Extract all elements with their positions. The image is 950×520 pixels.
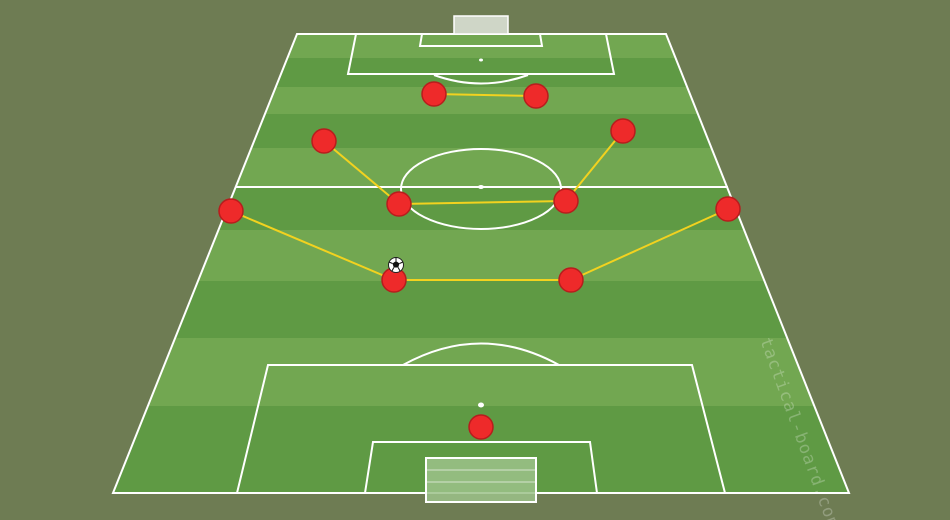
near-goal bbox=[425, 457, 537, 503]
formation-links bbox=[230, 93, 729, 281]
far-penalty-spot bbox=[479, 58, 483, 62]
far-goal bbox=[453, 15, 509, 35]
player-gk[interactable] bbox=[468, 414, 494, 440]
near-penalty-spot bbox=[478, 402, 484, 408]
player-rb[interactable] bbox=[715, 196, 741, 222]
near-penalty-box bbox=[235, 364, 727, 494]
player-rcb[interactable] bbox=[558, 267, 584, 293]
link-lw-lcm bbox=[323, 140, 400, 205]
player-rw[interactable] bbox=[610, 118, 636, 144]
center-circle bbox=[400, 148, 562, 230]
ball-icon[interactable] bbox=[388, 257, 404, 273]
link-lcm-rcm bbox=[398, 200, 567, 205]
link-rw-rcm bbox=[565, 130, 624, 202]
player-lw[interactable] bbox=[311, 128, 337, 154]
player-ls[interactable] bbox=[421, 81, 447, 107]
link-lb-lcb bbox=[230, 210, 395, 281]
center-spot bbox=[478, 185, 484, 189]
player-lb[interactable] bbox=[218, 198, 244, 224]
pitch-markings bbox=[111, 33, 851, 494]
player-rcm[interactable] bbox=[553, 188, 579, 214]
pitch-spots bbox=[478, 58, 484, 408]
near-goal-box bbox=[363, 441, 599, 494]
player-rs[interactable] bbox=[523, 83, 549, 109]
players bbox=[218, 81, 741, 440]
player-lcm[interactable] bbox=[386, 191, 412, 217]
link-ls-rs bbox=[433, 93, 537, 97]
link-rcb-rb bbox=[570, 208, 729, 281]
far-penalty-arc bbox=[433, 74, 529, 85]
near-penalty-arc bbox=[402, 342, 560, 366]
